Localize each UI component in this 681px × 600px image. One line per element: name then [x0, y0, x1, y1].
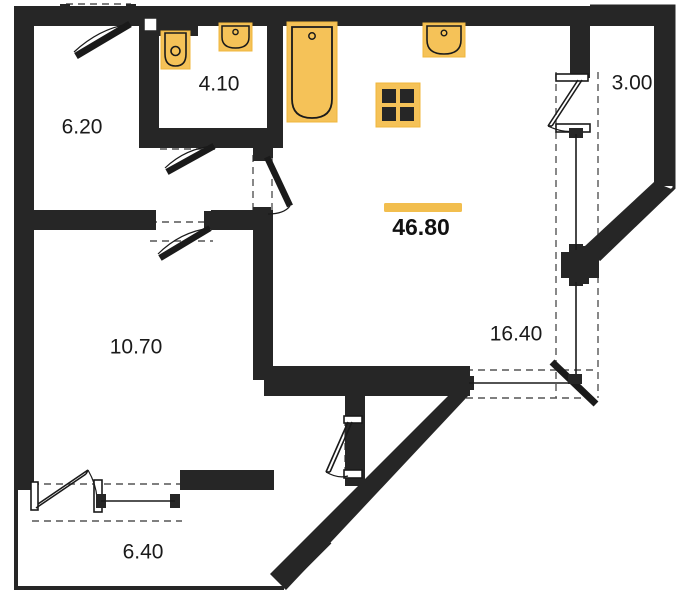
water-valve-box: [143, 17, 158, 32]
bathtub-drain-icon: [308, 32, 316, 40]
bathroom-sink-fixture: [218, 22, 253, 52]
door-corridor: [325, 415, 363, 479]
window-lower-left: [96, 494, 180, 508]
door-hall-living-leaf: [264, 155, 293, 208]
toilet-drain-icon: [170, 45, 181, 57]
stove-burner-3: [382, 107, 396, 121]
door-bathroom-jamb-right: [208, 129, 218, 147]
bathtub-outline: [291, 26, 333, 119]
room-label-balcony-upper: 3.00: [612, 72, 653, 95]
door-hall-living-arc: [267, 205, 291, 215]
window-upper-right: [569, 128, 583, 254]
door-entry-jamb-left: [60, 4, 70, 24]
total-area-label: 46.80: [392, 214, 450, 240]
door-bathroom-leaf: [165, 143, 216, 175]
room-label-bathroom: 4.10: [199, 73, 240, 96]
bathroom-sink-drain-icon: [232, 28, 239, 36]
bathroom-sink-basin: [221, 25, 250, 49]
door-hall-living-jamb-bottom: [253, 207, 271, 217]
window-lower-right: [569, 276, 583, 380]
kitchen-sink-basin: [426, 25, 462, 55]
balcony-lower-edge: [14, 488, 284, 590]
balcony-upper-edge: [590, 4, 676, 262]
door-hall-living-jamb-top: [253, 151, 271, 161]
door-bedroom-leaf: [158, 225, 212, 261]
doors-group: [30, 4, 599, 513]
total-area-badge: 46.80: [384, 203, 462, 240]
door-bedroom-jamb-left: [146, 211, 156, 229]
kitchen-sink-drain-icon: [440, 29, 448, 37]
door-bedroom-arc: [157, 227, 211, 255]
area-labels: 6.20 4.10 10.70 16.40 3.00 6.40: [62, 72, 653, 564]
stove-burner-1: [382, 89, 396, 103]
door-bathroom-jamb-left: [155, 129, 165, 147]
kitchen-sink-fixture: [422, 22, 466, 58]
door-entry-leaf: [74, 20, 132, 60]
fixtures-group: [143, 17, 466, 128]
door-bedroom-jamb-right: [204, 211, 214, 229]
room-label-bedroom: 10.70: [110, 336, 163, 359]
room-label-balcony-lower: 6.40: [123, 541, 164, 564]
room-label-living: 16.40: [490, 323, 543, 346]
toilet-fixture: [160, 30, 191, 70]
door-entry-arc: [73, 23, 131, 53]
door-bathroom-arc: [164, 145, 215, 169]
stove-burner-4: [400, 107, 414, 121]
total-area-accent-bar: [384, 203, 462, 212]
toilet-bowl-outline: [164, 32, 187, 67]
door-entry-jamb-right: [126, 4, 136, 26]
bathtub-fixture: [286, 21, 338, 123]
door-living-to-balcony: [464, 359, 599, 407]
stove-burner-2: [400, 89, 414, 103]
room-label-hall: 6.20: [62, 116, 103, 139]
balcony-lower-diag: [282, 540, 332, 590]
